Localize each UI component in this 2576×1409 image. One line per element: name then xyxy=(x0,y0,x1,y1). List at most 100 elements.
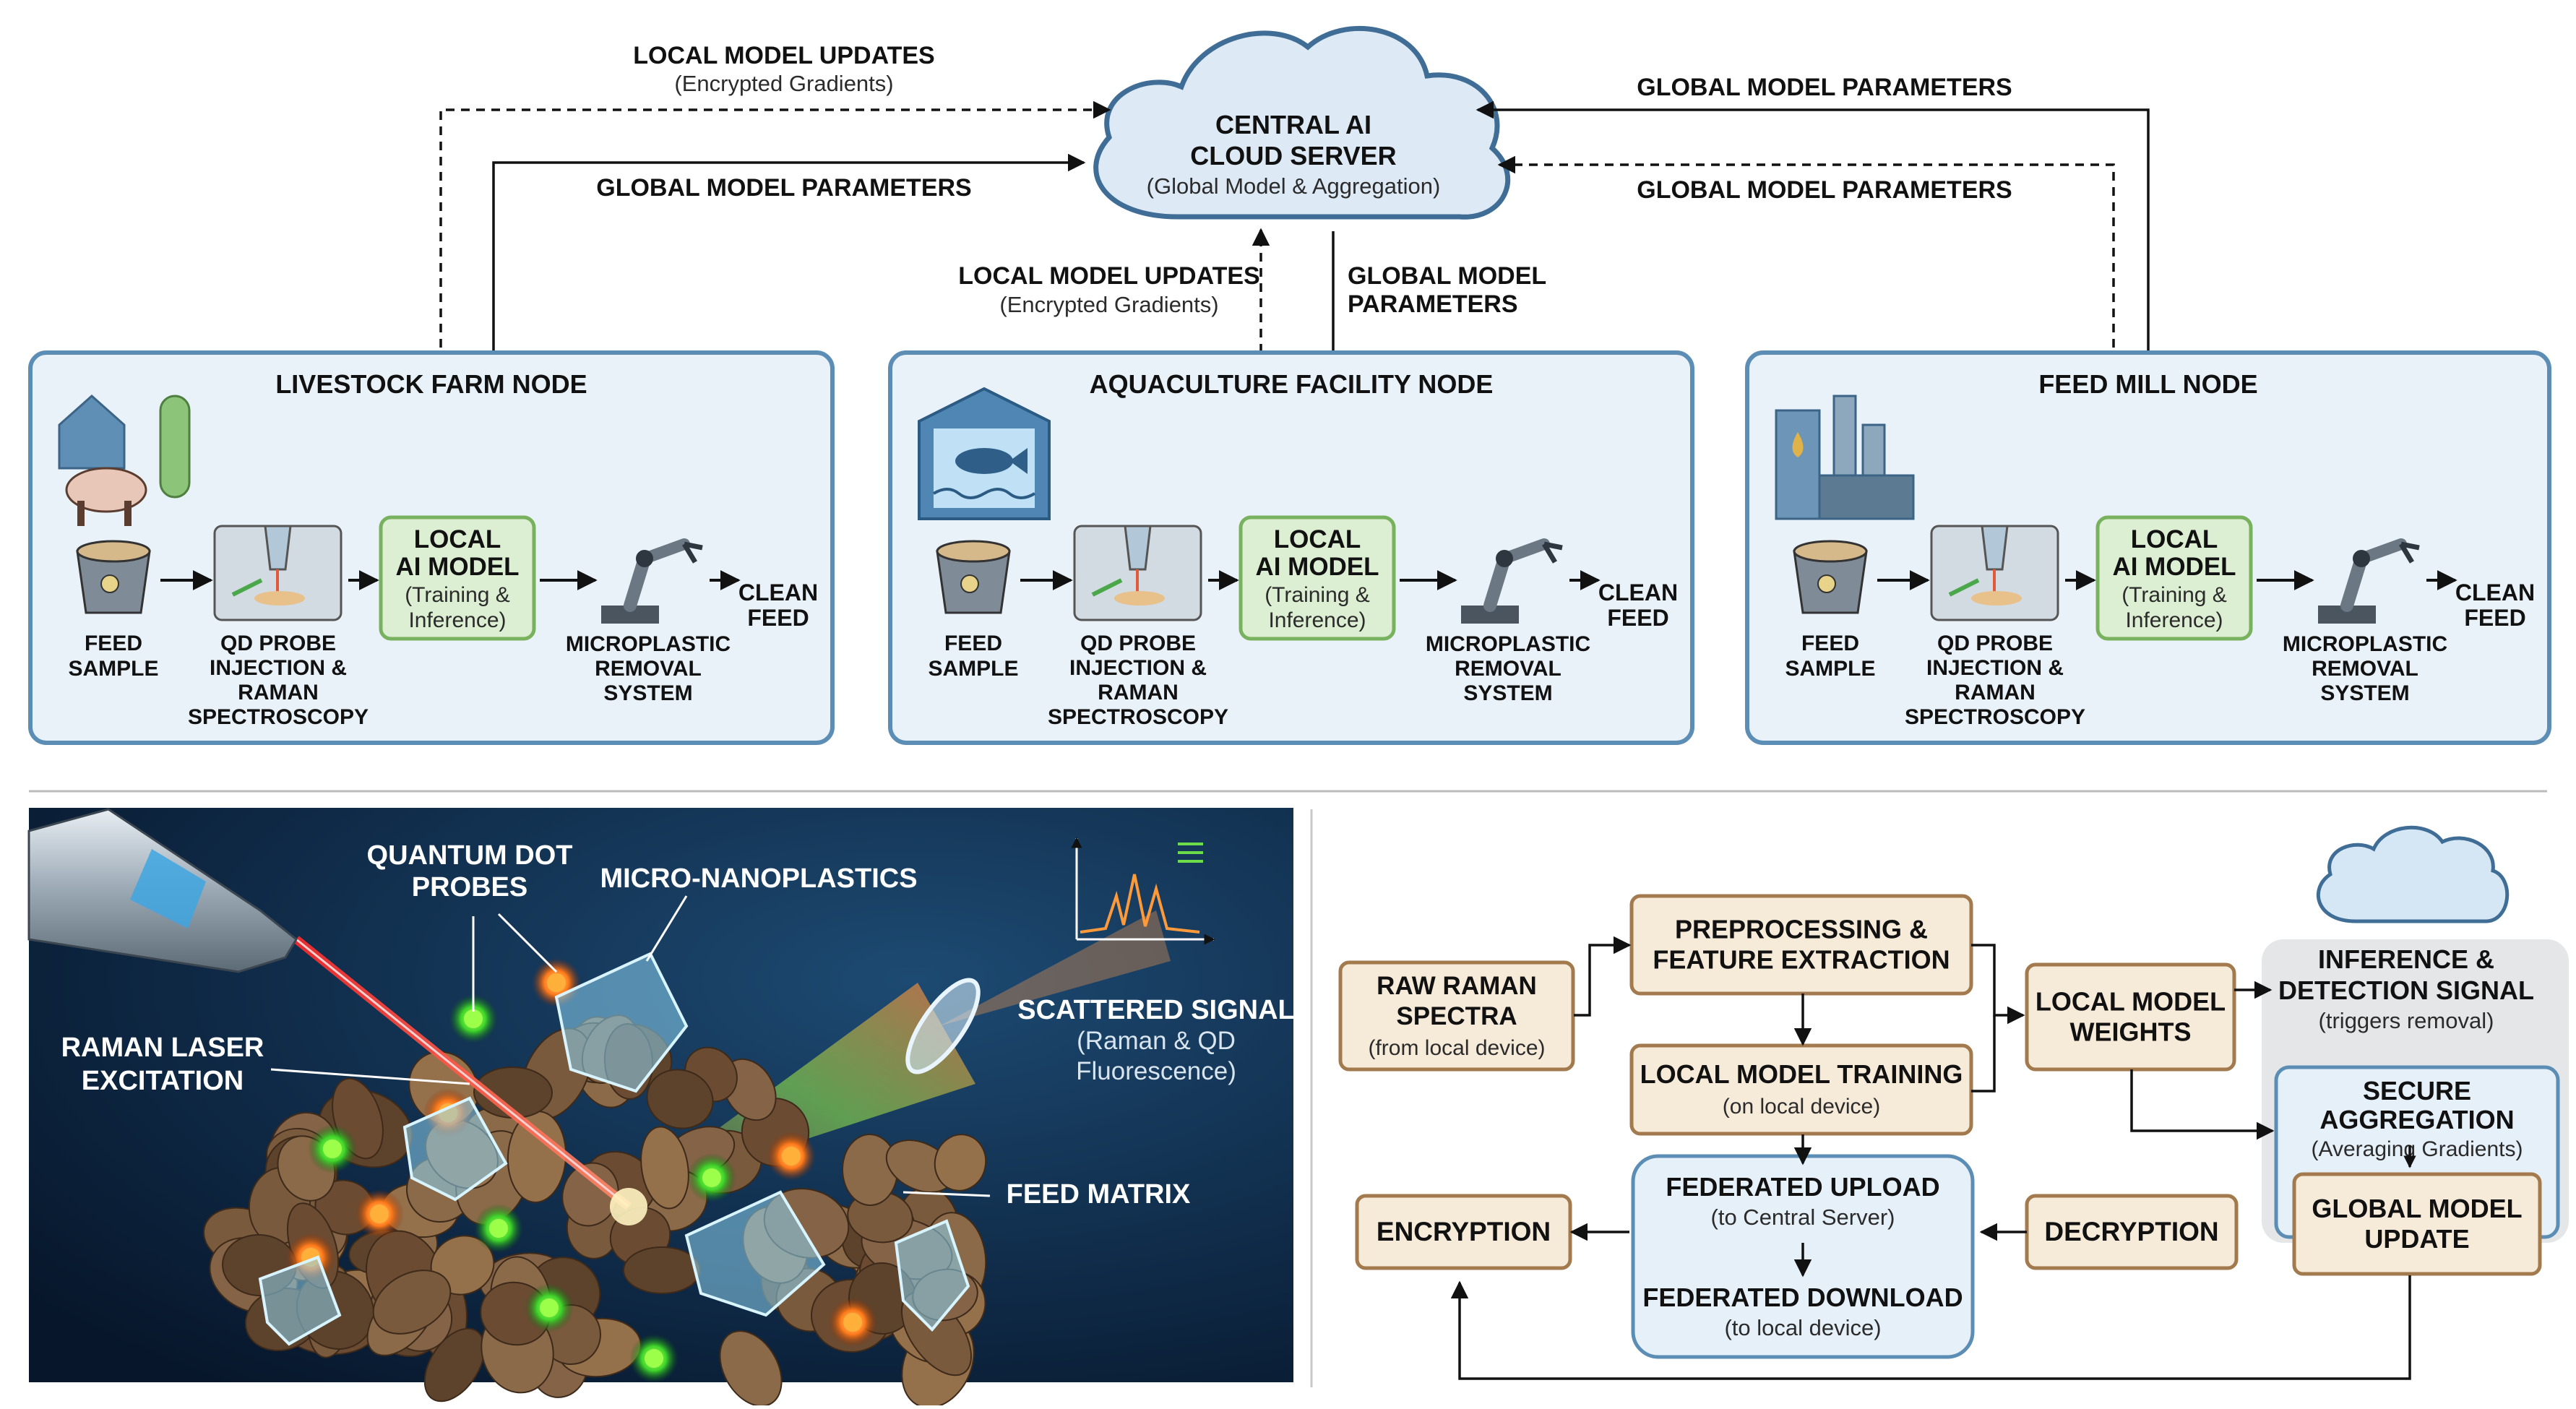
node-title: LIVESTOCK FARM NODE xyxy=(275,369,587,399)
removal-label-1: MICROPLASTIC xyxy=(2283,632,2447,656)
clean-label-2: FEED xyxy=(747,605,809,631)
encryption-box-line-1: ENCRYPTION xyxy=(1377,1217,1551,1246)
fed-download-line-2: (to local device) xyxy=(1724,1315,1881,1340)
dot-core xyxy=(370,1205,389,1223)
dot-core xyxy=(547,973,566,992)
local-weights-box-line-2: WEIGHTS xyxy=(2070,1017,2192,1046)
global-update-box-line-1: GLOBAL MODEL xyxy=(2312,1194,2522,1223)
feed-label-2: SAMPLE xyxy=(68,657,158,681)
collection-lens xyxy=(905,978,981,1074)
label-center-updates-sub: (Encrypted Gradients) xyxy=(999,292,1218,317)
pellet xyxy=(640,1126,689,1210)
central-cloud-server: CENTRAL AI CLOUD SERVER (Global Model & … xyxy=(1093,25,1511,220)
robot-arm-icon xyxy=(1461,538,1563,624)
label-left-updates: LOCAL MODEL UPDATES xyxy=(633,42,934,69)
label-scatter-1: SCATTERED SIGNAL xyxy=(1017,995,1295,1025)
detection-illustration: QUANTUM DOT PROBES MICRO-NANOPLASTICS RA… xyxy=(27,808,1295,1409)
crystal-4 xyxy=(894,1219,970,1332)
label-right-params-bottom: GLOBAL MODEL PARAMETERS xyxy=(1637,176,2012,204)
feed-bucket-icon xyxy=(936,540,1011,614)
probe-label-3: RAMAN xyxy=(1955,681,2036,704)
pellet xyxy=(934,1134,987,1192)
label-raman-1: RAMAN LASER xyxy=(61,1033,264,1063)
raman-device-icon xyxy=(1930,525,2059,621)
removal-label-2: REMOVAL xyxy=(595,657,702,681)
feed-label-1: FEED xyxy=(944,632,1002,655)
label-center-params-2: PARAMETERS xyxy=(1348,290,1518,318)
feed-label-2: SAMPLE xyxy=(1785,657,1875,681)
pellet xyxy=(623,1246,701,1294)
factory-icon xyxy=(1775,395,1915,520)
clean-label-1: CLEAN xyxy=(738,579,818,606)
arrow-left-updates xyxy=(439,100,1111,514)
model-label-2: AI MODEL xyxy=(395,553,519,581)
dot-core xyxy=(323,1139,342,1158)
local-weights-box-line-1: LOCAL MODEL xyxy=(2036,986,2226,1016)
cloud-shape xyxy=(1093,25,1511,220)
server-title-1: CENTRAL AI xyxy=(1215,110,1371,139)
node-title: AQUACULTURE FACILITY NODE xyxy=(1090,369,1494,399)
removal-label-1: MICROPLASTIC xyxy=(566,632,731,656)
crystal-3 xyxy=(684,1190,826,1317)
annotation-lines xyxy=(270,895,991,1197)
inference-line-2: DETECTION SIGNAL xyxy=(2278,975,2534,1005)
decryption-box: DECRYPTION xyxy=(2025,1194,2239,1270)
probe-label-2: INJECTION & xyxy=(210,656,347,680)
local-ai-model-box xyxy=(1239,515,1396,641)
decryption-box-line-1: DECRYPTION xyxy=(2044,1217,2218,1246)
probe-label-1: QD PROBE xyxy=(220,632,336,655)
label-feed-matrix: FEED MATRIX xyxy=(1007,1179,1191,1210)
pellet xyxy=(719,1330,783,1407)
raman-device-icon xyxy=(1073,525,1202,621)
training-box-line-2: (on local device) xyxy=(1723,1095,1880,1119)
probe-tip xyxy=(27,808,298,973)
label-micro-nanoplastics: MICRO-NANOPLASTICS xyxy=(600,863,917,894)
laser-spot xyxy=(610,1188,647,1225)
dot-core xyxy=(464,1009,483,1028)
feed-bucket-icon xyxy=(76,540,151,614)
feed-label-1: FEED xyxy=(1801,632,1859,655)
pellet xyxy=(646,1069,714,1129)
label-raman-2: EXCITATION xyxy=(82,1066,244,1096)
raw-raman-box-line-1: RAW RAMAN xyxy=(1377,972,1537,1000)
model-label-2: AI MODEL xyxy=(1255,553,1379,581)
model-label-1: LOCAL xyxy=(2131,525,2218,553)
model-label-4: Inference) xyxy=(1268,608,1366,632)
dot-core xyxy=(489,1219,508,1238)
inference-line-3: (triggers removal) xyxy=(2319,1008,2494,1033)
secure-line-1: SECURE xyxy=(2363,1076,2471,1106)
arrow-right-params-bottom xyxy=(1497,155,2115,514)
dot-core xyxy=(843,1313,862,1332)
illustration-labels: QUANTUM DOT PROBES MICRO-NANOPLASTICS RA… xyxy=(61,840,1295,1210)
model-label-1: LOCAL xyxy=(414,525,501,553)
removal-label-3: SYSTEM xyxy=(1463,681,1552,705)
crystal-1 xyxy=(554,952,689,1093)
probe-label-2: INJECTION & xyxy=(1926,656,2064,680)
label-scatter-3: Fluorescence) xyxy=(1076,1057,1236,1085)
model-label-3: (Training & xyxy=(1265,583,1370,607)
probe-label-4: SPECTROSCOPY xyxy=(1905,705,2085,729)
raman-device-icon xyxy=(213,525,343,621)
dot-core xyxy=(645,1349,663,1368)
probe-label-2: INJECTION & xyxy=(1069,656,1207,680)
local-ai-model-box xyxy=(2095,515,2253,641)
node-title: FEED MILL NODE xyxy=(2038,369,2257,399)
server-title-2: CLOUD SERVER xyxy=(1190,141,1396,171)
preprocessing-box: PREPROCESSING &FEATURE EXTRACTION xyxy=(1629,894,1973,996)
laser-core xyxy=(296,938,629,1208)
removal-label-2: REMOVAL xyxy=(1455,657,1561,681)
robot-arm-icon xyxy=(601,538,703,624)
flow-plain-labels: INFERENCE &DETECTION SIGNAL(triggers rem… xyxy=(1642,944,2534,1340)
crystal-5 xyxy=(258,1255,342,1346)
probe-label-3: RAMAN xyxy=(1098,681,1179,704)
probe-label-4: SPECTROSCOPY xyxy=(1048,705,1228,729)
removal-label-1: MICROPLASTIC xyxy=(1426,632,1590,656)
microplastic-crystals xyxy=(258,952,970,1346)
raw-raman-box-line-2: SPECTRA xyxy=(1396,1002,1517,1030)
model-label-4: Inference) xyxy=(408,608,506,632)
node-1: LIVESTOCK FARM NODE FEED SAMPLE QD PROBEINJ… xyxy=(28,350,835,745)
